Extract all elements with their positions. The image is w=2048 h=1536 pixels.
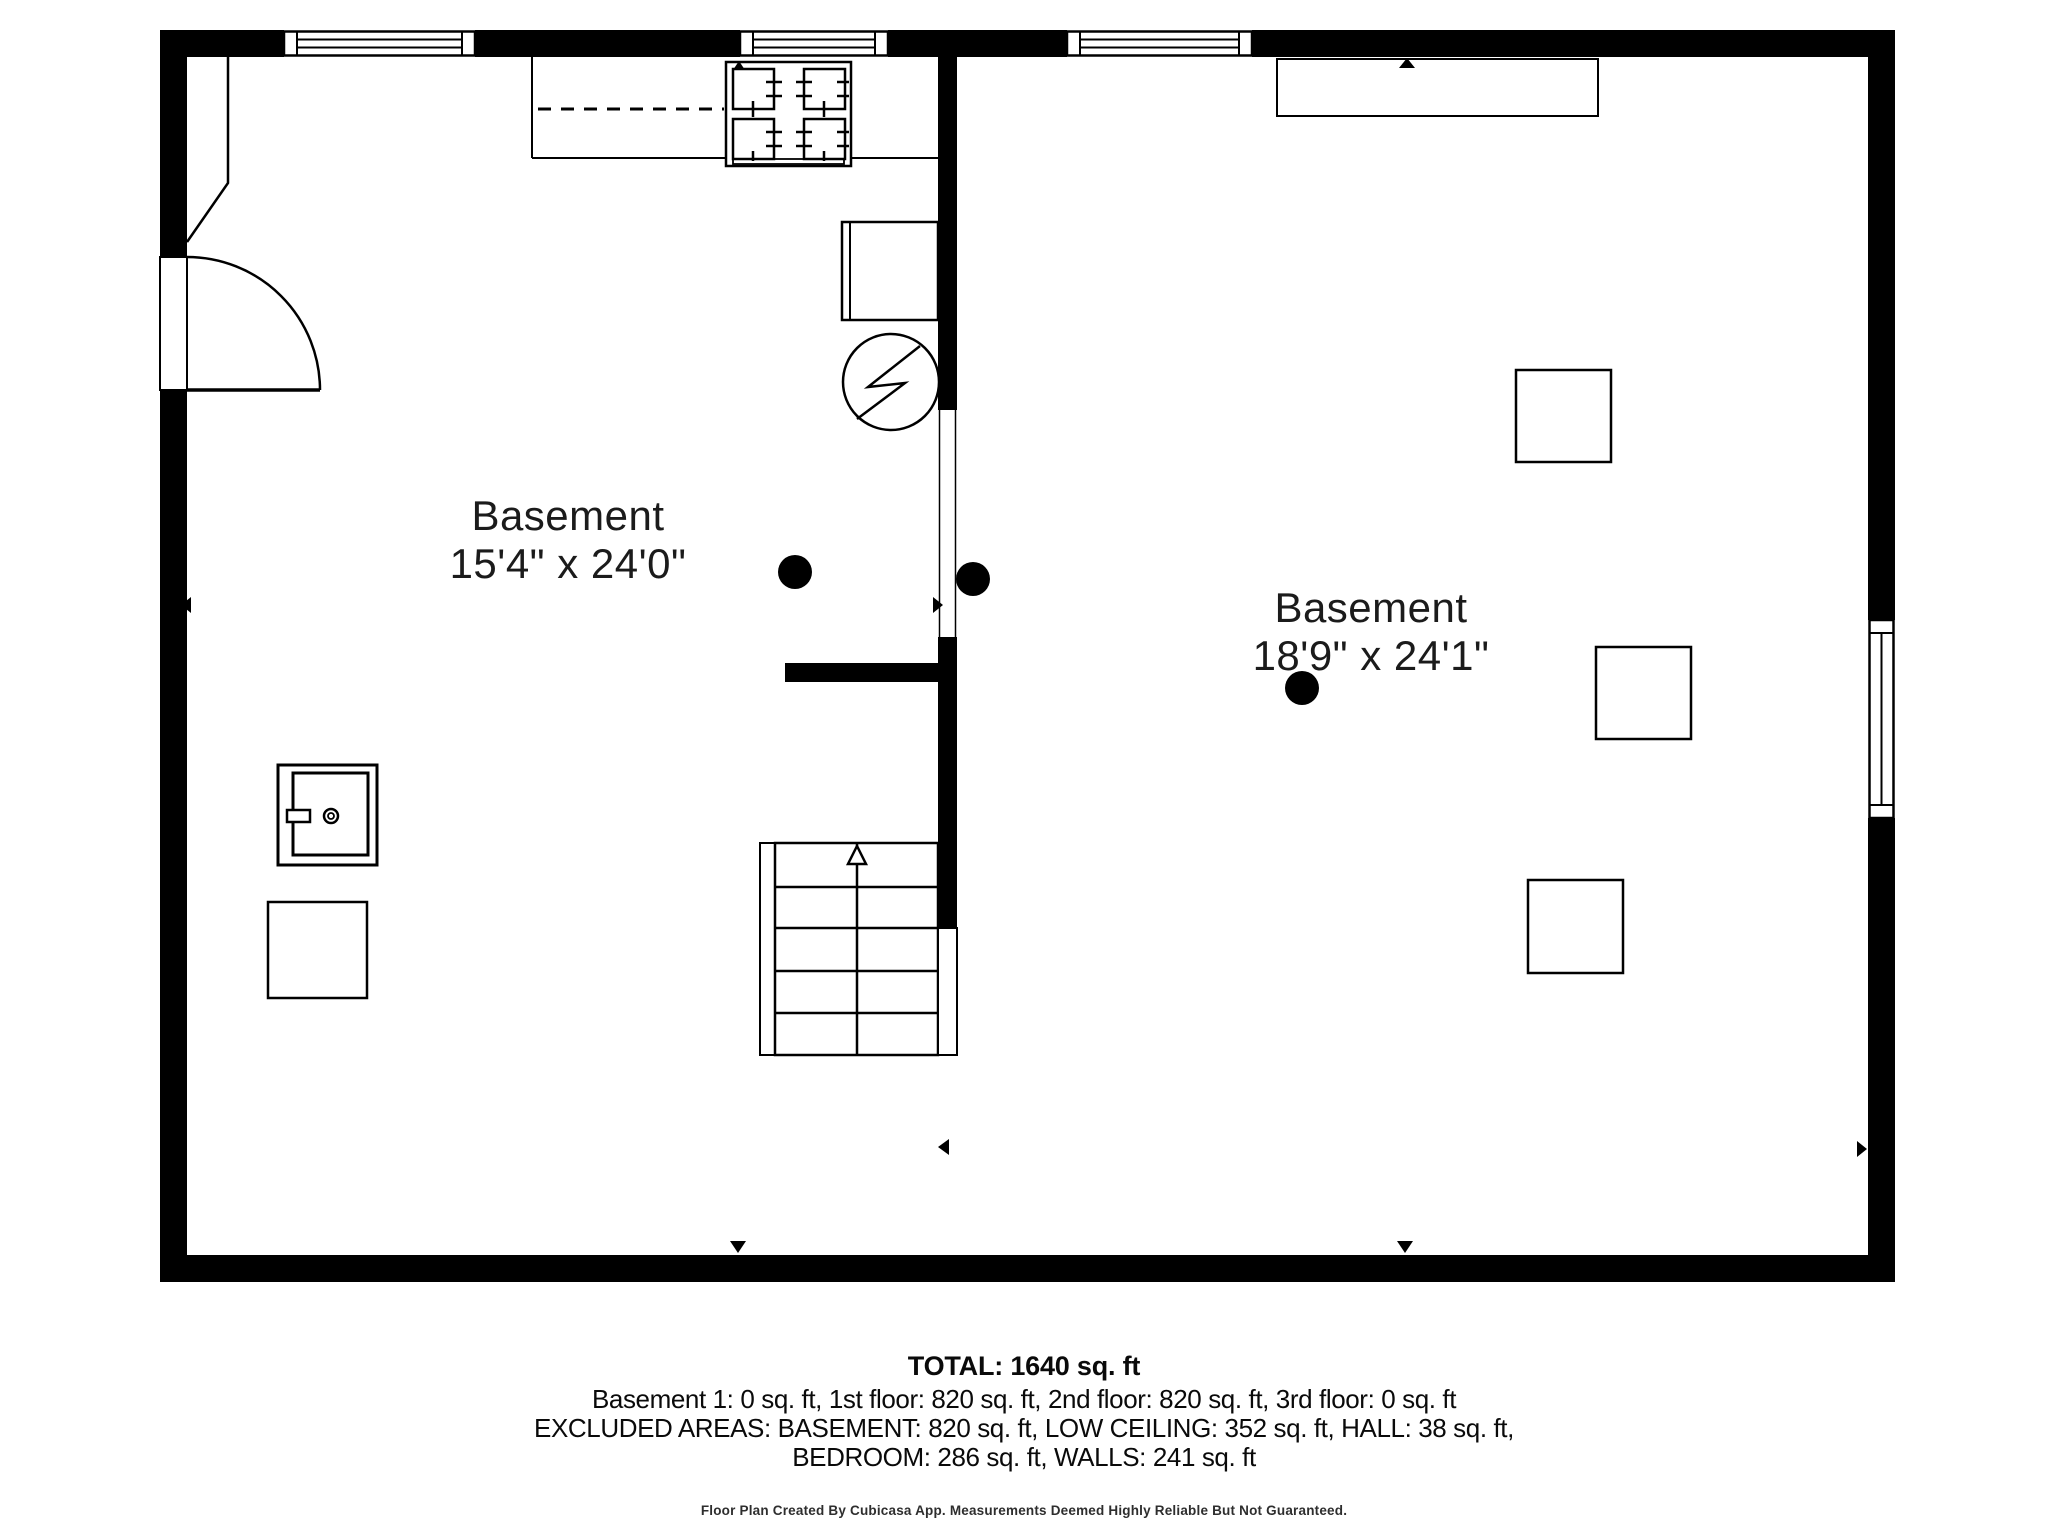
room-name: Basement (471, 492, 665, 539)
excluded-areas-line2: BEDROOM: 286 sq. ft, WALLS: 241 sq. ft (792, 1442, 1256, 1472)
room-name: Basement (1274, 584, 1468, 631)
arrow-laundry-top (733, 61, 745, 70)
arrow-right-wall (1857, 1141, 1867, 1157)
total-area: TOTAL: 1640 sq. ft (907, 1351, 1141, 1381)
stairs-up-arrow (845, 843, 869, 866)
excluded-areas-line1: EXCLUDED AREAS: BASEMENT: 820 sq. ft, LO… (534, 1413, 1514, 1443)
window-top-3 (1065, 30, 1254, 57)
electrical-panel-icon (841, 332, 941, 432)
arrow-stairs-left (938, 1139, 949, 1155)
disclaimer: Floor Plan Created By Cubicasa App. Meas… (700, 1503, 1348, 1518)
window-top-2 (738, 30, 890, 57)
support-post-dot (1285, 671, 1319, 705)
storage-box-icon (1514, 368, 1613, 464)
angled-corner-wall (185, 57, 230, 243)
window-top-1 (282, 30, 477, 57)
storage-box-icon (266, 900, 369, 1000)
support-post-dot (778, 555, 812, 589)
arrow-bottom-left-room (730, 1241, 746, 1253)
storage-box-icon (1594, 645, 1693, 741)
floor-breakdown: Basement 1: 0 sq. ft, 1st floor: 820 sq.… (591, 1384, 1457, 1414)
interior-walls (785, 57, 957, 928)
window-right (1868, 618, 1895, 820)
wall-opening (938, 410, 957, 637)
arrow-nook-top (1399, 58, 1415, 68)
stairs-up-icon (759, 841, 958, 1057)
arrow-left-wall (181, 597, 191, 613)
support-post-dot (956, 562, 990, 596)
storage-boxes (1514, 368, 1693, 975)
door-swing-icon (159, 255, 322, 392)
room-dimensions: 18'9" x 24'1" (1252, 632, 1490, 679)
room-label-basement-left: Basement 15'4" x 24'0" (450, 492, 687, 588)
washing-machine-icon (276, 763, 379, 867)
storage-nook-outline (1276, 58, 1599, 117)
freezer-icon (840, 220, 940, 322)
outer-walls (160, 30, 1895, 1282)
room-dimensions: 15'4" x 24'0" (449, 540, 687, 587)
arrow-bottom-right-room (1397, 1241, 1413, 1253)
arrow-opening-right (933, 597, 943, 613)
storage-box-icon (1526, 878, 1625, 975)
stacked-laundry-unit-icon (724, 60, 853, 168)
room-label-basement-right: Basement 18'9" x 24'1" (1253, 584, 1490, 680)
area-summary: TOTAL: 1640 sq. ft Basement 1: 0 sq. ft,… (0, 1352, 2048, 1472)
direction-arrow-markers (181, 58, 1867, 1253)
support-posts (778, 555, 1319, 705)
